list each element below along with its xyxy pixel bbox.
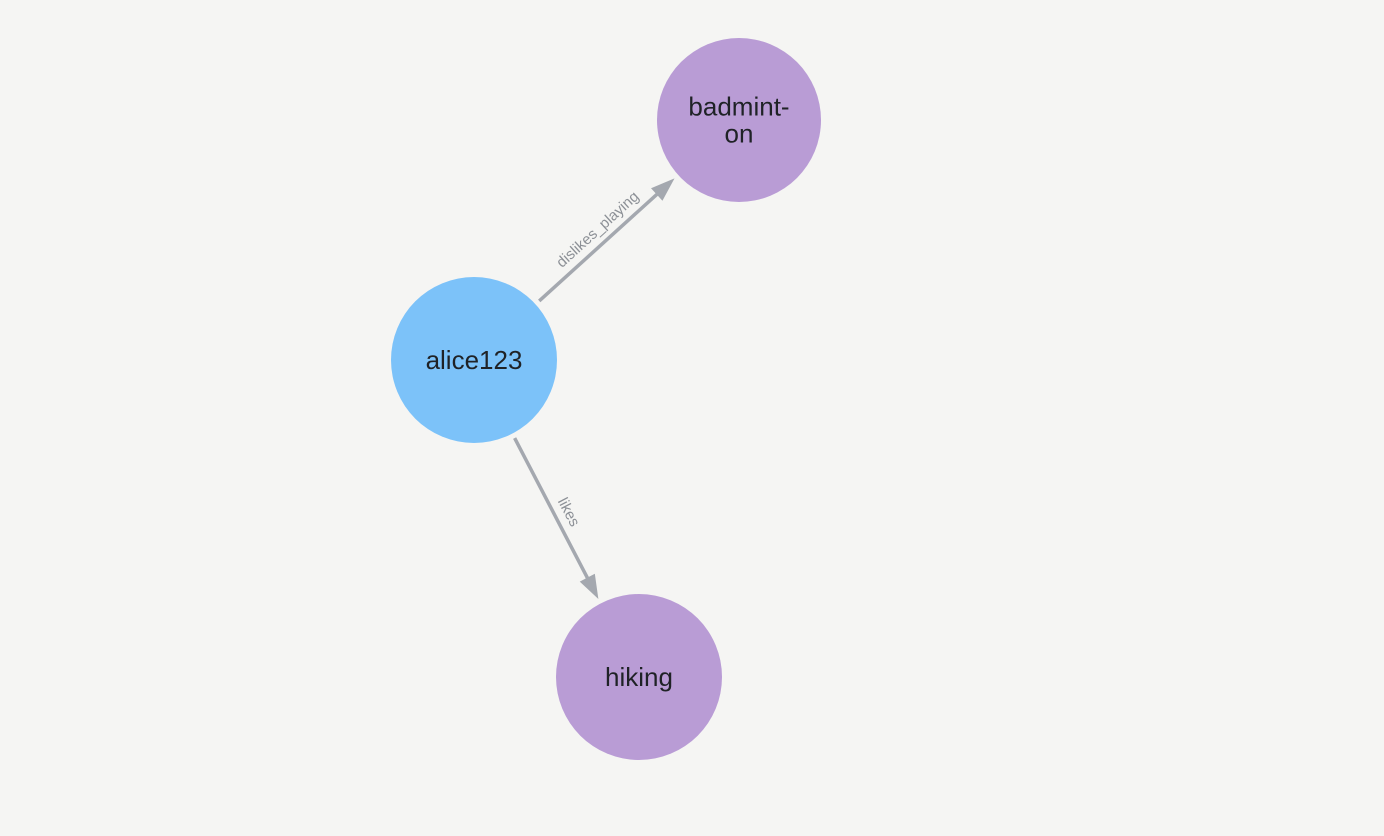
edge-arrowhead-icon (651, 178, 675, 201)
node-circle (556, 594, 722, 760)
node-label: alice123 (426, 345, 523, 375)
node-label: hiking (605, 662, 673, 692)
edge-line (538, 190, 661, 303)
edge-label: dislikes_playing (553, 188, 642, 271)
node-circle (391, 277, 557, 443)
graph-node-hiking[interactable]: hiking (556, 594, 722, 760)
node-circle (657, 38, 821, 202)
graph-edge-dislikes_playing[interactable]: dislikes_playing (538, 178, 675, 303)
edge-arrowhead-icon (579, 573, 599, 599)
graph-node-badminton[interactable]: badmint-on (657, 38, 821, 202)
graph-node-alice123[interactable]: alice123 (391, 277, 557, 443)
graph-edge-likes[interactable]: likes (513, 437, 599, 599)
node-label: badmint-on (688, 92, 789, 149)
edge-line (513, 437, 591, 583)
